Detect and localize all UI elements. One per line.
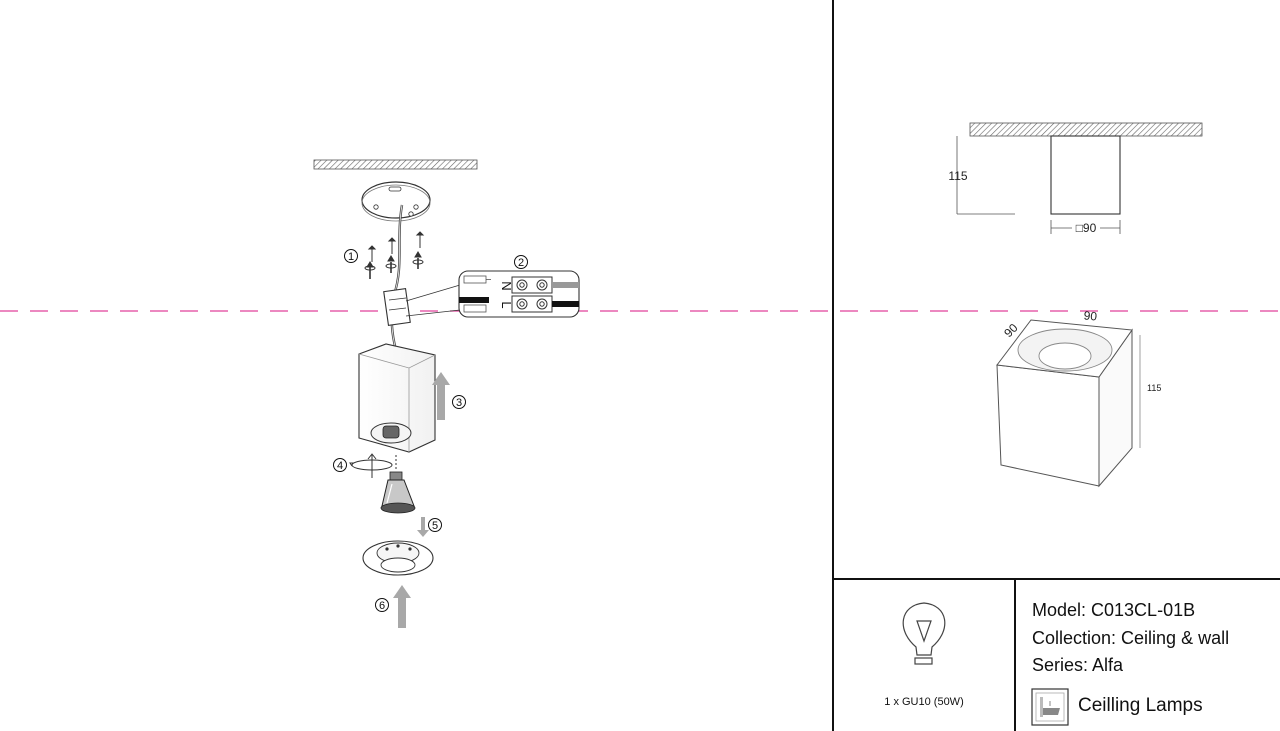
series-label: Series: Alfa [1032, 655, 1124, 675]
step-6: 6 [379, 600, 385, 612]
layout-frame [832, 0, 1280, 731]
lamp-body [358, 343, 436, 453]
rotate-symbol [349, 453, 393, 478]
front-view: 115 □90 [948, 122, 1203, 235]
neutral-label: N [499, 281, 514, 290]
step-3-circle [452, 395, 466, 409]
bulb-spec-caption: 1 x GU10 (50W) [884, 696, 964, 708]
collection-label: Collection: Ceiling & wall [1032, 628, 1230, 648]
step-1: 1 [348, 251, 354, 263]
model-label: Model: C013CL-01B [1032, 600, 1196, 620]
light-bulb-icon [902, 602, 946, 665]
terminal-block [383, 284, 461, 326]
wiring-detail [458, 270, 580, 318]
step-markers: 1 2 3 4 5 6 [333, 249, 528, 612]
step-2-circle [514, 255, 528, 269]
trim-ring [362, 540, 434, 576]
front-height-label: 115 [948, 169, 967, 183]
step-4: 4 [337, 460, 343, 472]
ceiling-lamp-icon [1031, 688, 1069, 726]
step-4-circle [333, 458, 347, 472]
front-ceiling-hatch [969, 122, 1203, 137]
ceiling-hatch [313, 159, 478, 170]
screws [364, 231, 425, 279]
power-cable [390, 204, 404, 351]
live-label: L [499, 301, 514, 308]
category-label: Ceilling Lamps [1078, 695, 1203, 716]
step-6-circle [375, 598, 389, 612]
step-5: 5 [432, 520, 438, 532]
step-arrows [393, 372, 450, 628]
isometric-view: 90 90 115 [996, 308, 1161, 488]
gu10-bulb [380, 455, 416, 514]
step-3: 3 [456, 397, 462, 409]
mounting-plate [361, 181, 431, 222]
step-5-circle [428, 518, 442, 532]
front-lamp-box [1050, 135, 1121, 215]
iso-top-label: 90 [1083, 308, 1098, 323]
assembly-diagram: N L [313, 159, 580, 628]
front-width-label: □90 [1076, 221, 1097, 235]
step-2: 2 [518, 257, 524, 269]
step-1-circle [344, 249, 358, 263]
iso-height-label: 115 [1147, 383, 1161, 393]
